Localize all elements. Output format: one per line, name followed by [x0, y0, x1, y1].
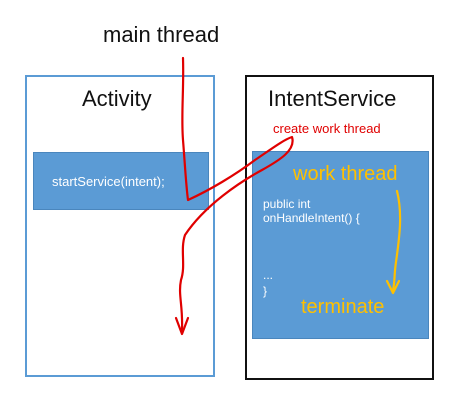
work-thread-arrow [391, 189, 402, 292]
work-thread-label: work thread [293, 163, 398, 185]
main-thread-arrow [178, 56, 294, 332]
activity-box [25, 75, 215, 377]
main-thread-arrowhead [174, 316, 190, 336]
intentservice-box [245, 75, 434, 380]
create-work-thread-label: create work thread [273, 121, 381, 136]
activity-title: Activity [82, 86, 152, 111]
code-line-2: onHandleIntent() { [263, 211, 360, 225]
code-line-4: } [263, 284, 268, 298]
start-service-call: startService(intent); [52, 174, 165, 189]
code-line-3: ... [263, 268, 274, 282]
code-line-1: public int [263, 197, 311, 211]
terminate-label: terminate [301, 296, 385, 318]
work-thread-arrowhead [385, 279, 401, 295]
main-thread-label: main thread [103, 22, 220, 47]
activity-code-block [33, 152, 209, 210]
intentservice-code-block [252, 151, 429, 339]
intentservice-title: IntentService [268, 86, 397, 111]
